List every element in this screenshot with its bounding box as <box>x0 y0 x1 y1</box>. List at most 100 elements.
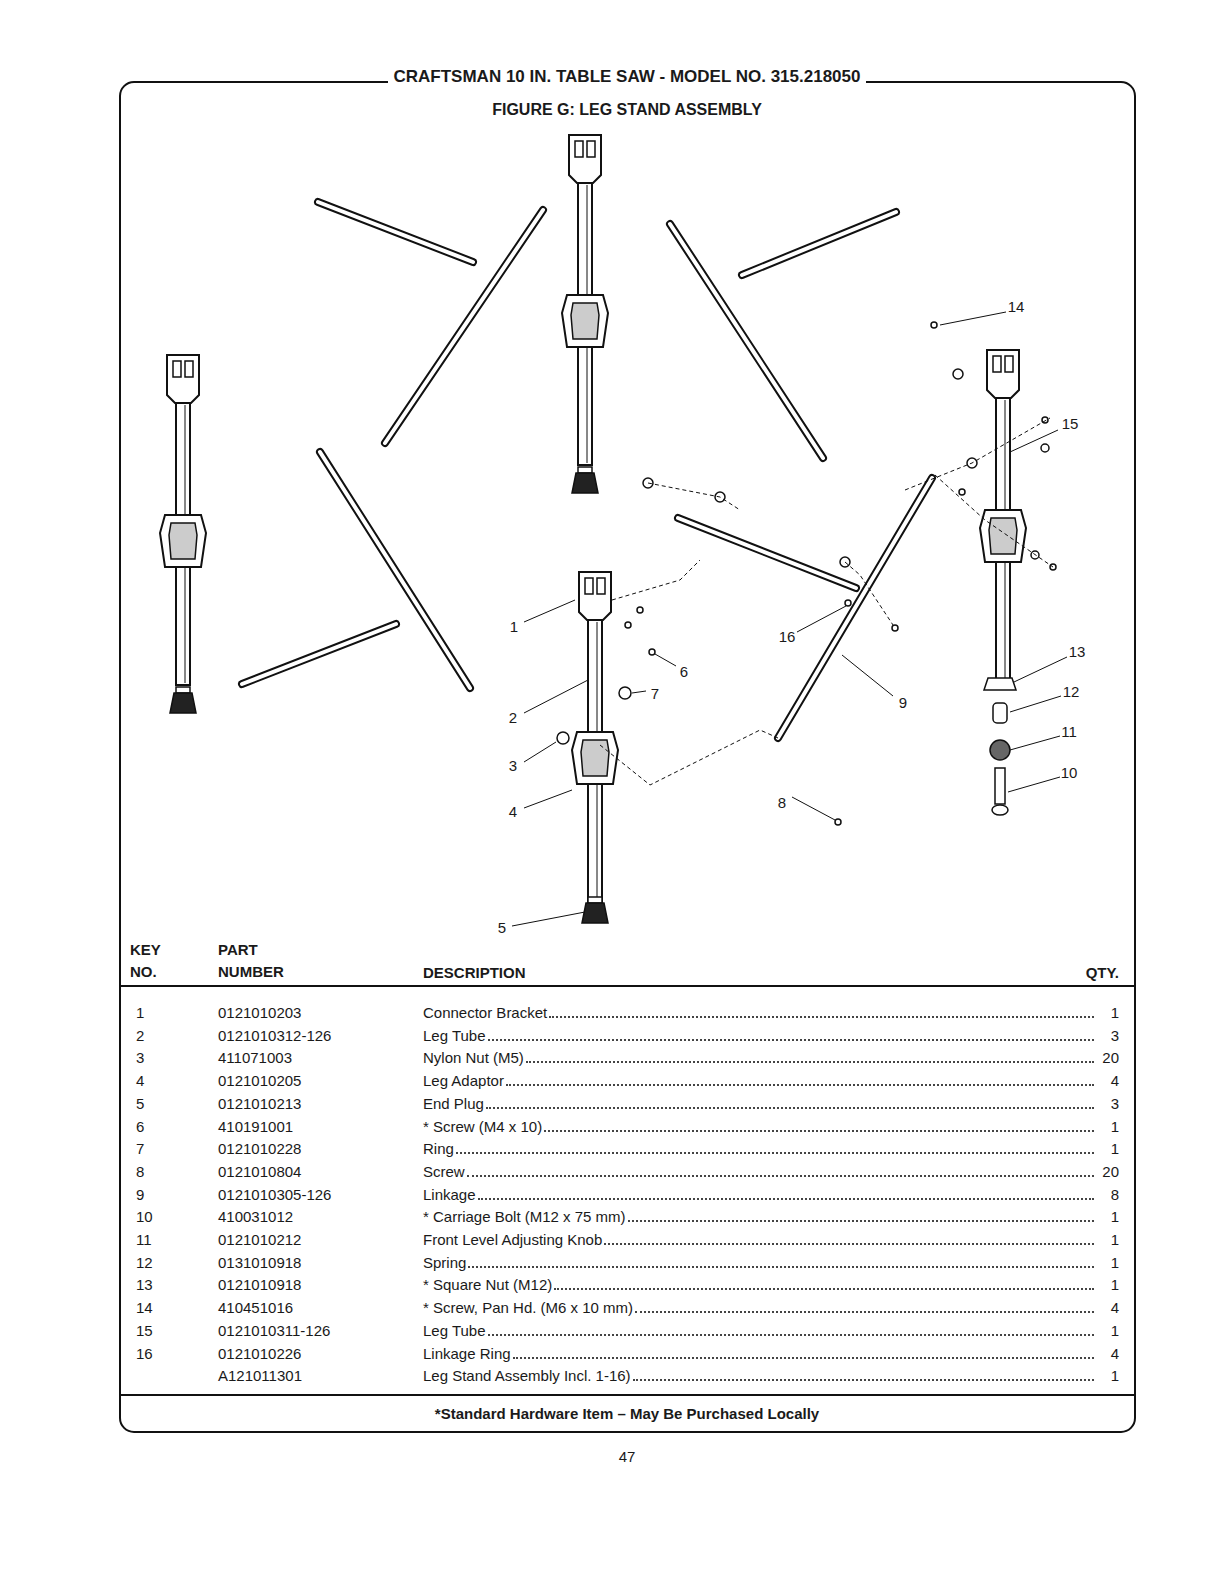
key-number: 12 <box>136 1254 153 1272</box>
key-number: 7 <box>136 1140 144 1158</box>
callout-number: 16 <box>778 628 797 646</box>
dot-leader <box>604 1231 1094 1245</box>
part-description: * Square Nut (M12) <box>423 1276 552 1294</box>
part-number: 410031012 <box>218 1208 293 1226</box>
part-number: 0131010918 <box>218 1254 301 1272</box>
quantity: 1 <box>1111 1004 1119 1022</box>
part-description: Front Level Adjusting Knob <box>423 1231 602 1249</box>
part-description: Leg Tube <box>423 1322 486 1340</box>
callout-number: 11 <box>1060 723 1078 741</box>
part-description: * Screw, Pan Hd. (M6 x 10 mm) <box>423 1299 633 1317</box>
part-description: Spring <box>423 1254 466 1272</box>
part-number: 0121010213 <box>218 1095 301 1113</box>
key-number: 16 <box>136 1345 153 1363</box>
quantity: 1 <box>1111 1367 1119 1385</box>
table-rule <box>120 985 1135 987</box>
figure-title: FIGURE G: LEG STAND ASSEMBLY <box>492 101 762 119</box>
quantity: 1 <box>1111 1254 1119 1272</box>
column-header: PART NUMBER <box>218 939 304 983</box>
dot-leader <box>544 1118 1094 1132</box>
description-row: Leg Adaptor <box>423 1072 1094 1090</box>
part-description: * Screw (M4 x 10) <box>423 1118 542 1136</box>
callout-number: 13 <box>1068 643 1087 661</box>
part-description: Leg Tube <box>423 1027 486 1045</box>
dot-leader <box>488 1027 1094 1041</box>
callout-number: 1 <box>509 618 519 636</box>
key-number: 2 <box>136 1027 144 1045</box>
part-number: 0121010312-126 <box>218 1027 331 1045</box>
key-number: 11 <box>136 1231 152 1249</box>
dot-leader <box>628 1208 1094 1222</box>
description-row: Leg Stand Assembly Incl. 1-16) <box>423 1367 1094 1385</box>
quantity: 4 <box>1111 1072 1119 1090</box>
key-number: 5 <box>136 1095 144 1113</box>
dot-leader <box>486 1095 1094 1109</box>
quantity: 1 <box>1111 1231 1119 1249</box>
dot-leader <box>635 1299 1094 1313</box>
part-description: Nylon Nut (M5) <box>423 1049 524 1067</box>
callout-number: 3 <box>508 757 518 775</box>
callout-number: 5 <box>497 919 507 937</box>
part-number: 0121010205 <box>218 1072 301 1090</box>
dot-leader <box>467 1163 1094 1177</box>
column-header: KEY NO. <box>130 939 174 983</box>
dot-leader <box>488 1322 1094 1336</box>
quantity: 20 <box>1102 1163 1119 1181</box>
description-row: * Square Nut (M12) <box>423 1276 1094 1294</box>
table-rule <box>120 1394 1135 1396</box>
part-number: 411071003 <box>218 1049 292 1067</box>
description-row: Connector Bracket <box>423 1004 1094 1022</box>
part-number: 0121010918 <box>218 1276 301 1294</box>
description-row: Ring <box>423 1140 1094 1158</box>
part-description: Linkage Ring <box>423 1345 511 1363</box>
part-number: 410451016 <box>218 1299 293 1317</box>
description-row: * Screw (M4 x 10) <box>423 1118 1094 1136</box>
quantity: 4 <box>1111 1299 1119 1317</box>
key-number: 8 <box>136 1163 144 1181</box>
callout-number: 6 <box>679 663 689 681</box>
key-number: 6 <box>136 1118 144 1136</box>
callout-number: 4 <box>508 803 518 821</box>
callout-number: 9 <box>898 694 908 712</box>
callout-number: 7 <box>650 685 660 703</box>
part-number: 0121010212 <box>218 1231 301 1249</box>
column-header: DESCRIPTION <box>423 962 526 984</box>
quantity: 1 <box>1111 1208 1119 1226</box>
quantity: 1 <box>1111 1140 1119 1158</box>
key-number: 14 <box>136 1299 153 1317</box>
key-number: 1 <box>136 1004 144 1022</box>
part-number: 0121010305-126 <box>218 1186 331 1204</box>
part-description: Leg Adaptor <box>423 1072 504 1090</box>
page-frame <box>120 82 1135 1432</box>
quantity: 1 <box>1111 1276 1119 1294</box>
quantity: 4 <box>1111 1345 1119 1363</box>
callout-number: 8 <box>777 794 787 812</box>
key-number: 10 <box>136 1208 153 1226</box>
key-number: 13 <box>136 1276 153 1294</box>
description-row: Leg Tube <box>423 1027 1094 1045</box>
dot-leader <box>549 1004 1094 1018</box>
part-number: A121011301 <box>218 1367 302 1385</box>
quantity: 1 <box>1111 1322 1119 1340</box>
part-number: 0121010226 <box>218 1345 301 1363</box>
key-number: 4 <box>136 1072 144 1090</box>
quantity: 3 <box>1111 1095 1119 1113</box>
dot-leader <box>554 1276 1094 1290</box>
column-header: QTY. <box>1086 962 1119 984</box>
callout-number: 12 <box>1062 683 1081 701</box>
linkage-bars <box>242 202 932 738</box>
dot-leader <box>513 1345 1094 1359</box>
part-number: 0121010228 <box>218 1140 301 1158</box>
leg-tubes <box>160 135 1026 923</box>
description-row: * Carriage Bolt (M12 x 75 mm) <box>423 1208 1094 1226</box>
part-number: 0121010311-126 <box>218 1322 330 1340</box>
dot-leader <box>468 1254 1094 1268</box>
part-description: End Plug <box>423 1095 484 1113</box>
part-description: Screw <box>423 1163 465 1181</box>
dot-leader <box>633 1367 1094 1381</box>
key-number: 3 <box>136 1049 144 1067</box>
quantity: 1 <box>1111 1118 1119 1136</box>
part-description: Connector Bracket <box>423 1004 547 1022</box>
